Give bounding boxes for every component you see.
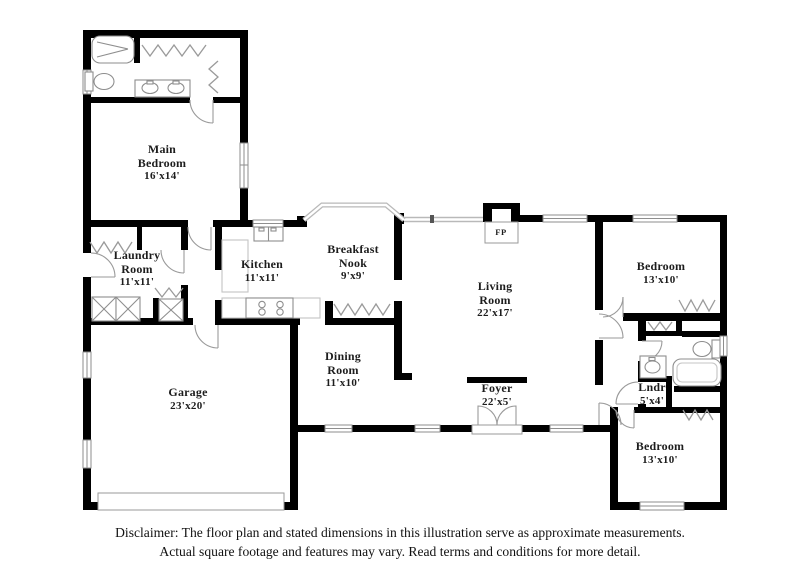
disclaimer-line-2: Actual square footage and features may v… bbox=[159, 543, 641, 559]
door-bedroom-bottom bbox=[615, 409, 635, 429]
door-garage-entry bbox=[194, 324, 219, 349]
bay-window bbox=[302, 202, 406, 222]
closet-laundry-top bbox=[89, 240, 133, 255]
closet-bedroom-bottom bbox=[682, 408, 714, 422]
garage-door bbox=[97, 492, 285, 511]
closet-main-suite-top bbox=[141, 43, 207, 58]
closet-bedroom-top bbox=[678, 298, 716, 313]
door-main-bath bbox=[189, 99, 214, 124]
closet-laundry-small bbox=[154, 286, 184, 299]
closet-rods-layer bbox=[89, 43, 716, 422]
bathtub-right-icon bbox=[672, 358, 722, 387]
windows-layer bbox=[82, 69, 728, 511]
door-laundry-interior bbox=[160, 249, 185, 274]
toilet-right-icon bbox=[692, 339, 721, 359]
disclaimer-line-1: Disclaimer: The floor plan and stated di… bbox=[115, 525, 685, 540]
toilet-icon bbox=[84, 71, 115, 92]
window-mullions bbox=[86, 70, 724, 507]
door-hall-entry bbox=[598, 313, 624, 339]
door-laundry-closet bbox=[615, 381, 639, 405]
closet-hall-linen bbox=[647, 320, 673, 332]
stove-icon bbox=[245, 297, 294, 319]
door-bedroom-top bbox=[602, 296, 624, 318]
opening-tick bbox=[430, 215, 434, 223]
front-double-door bbox=[471, 405, 523, 435]
door-laundry-exterior bbox=[90, 252, 116, 278]
bathtub-icon bbox=[91, 35, 135, 64]
double-vanity-icon bbox=[134, 79, 191, 98]
closet-main-suite-side bbox=[208, 60, 219, 94]
fixtures-layer bbox=[84, 35, 722, 387]
kitchen-sink-icon bbox=[253, 226, 284, 242]
vanity-right-icon bbox=[639, 355, 667, 379]
walls-layer bbox=[83, 30, 727, 510]
cased-opening bbox=[404, 215, 483, 223]
laundry-shelving-icon bbox=[91, 296, 184, 322]
disclaimer: Disclaimer: The floor plan and stated di… bbox=[0, 524, 800, 561]
door-main-bedroom bbox=[187, 226, 212, 251]
closet-pantry bbox=[333, 302, 391, 317]
fireplace-icon bbox=[484, 209, 519, 244]
doors-layer bbox=[90, 99, 663, 429]
